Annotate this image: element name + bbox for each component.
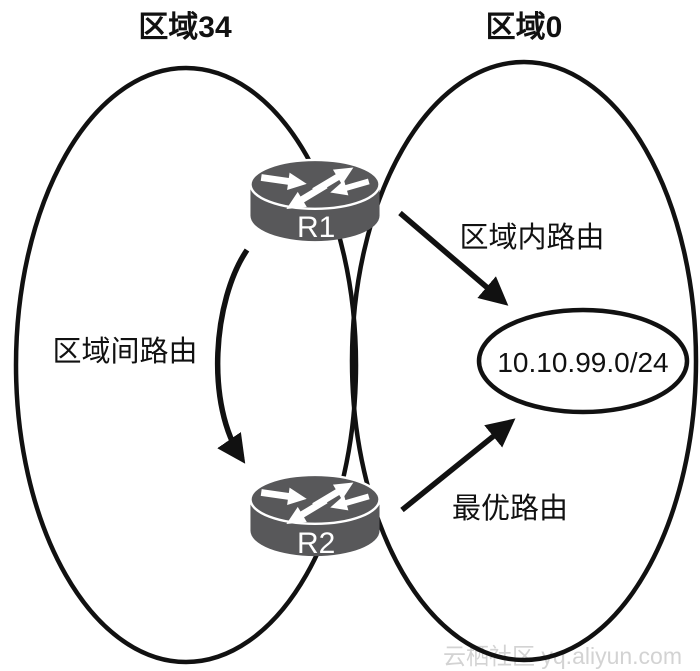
area-34-ellipse [13,65,359,665]
area-0-title: 区域0 [485,11,563,44]
network-address-label: 10.10.99.0/24 [497,347,669,378]
intra-area-route-label: 区域内路由 [459,222,605,254]
inter-area-route-label: 区域间路由 [52,336,198,368]
router-r2-label: R2 [297,527,336,560]
intra-area-route-arrow [398,210,509,306]
area-0-ellipse [349,59,699,663]
watermark: 云栖社区 yq.aliyun.com [443,643,683,669]
router-r1-label: R1 [297,211,336,244]
area-34-title: 区域34 [138,11,232,44]
best-route-arrow [400,418,516,513]
best-route-label: 最优路由 [451,493,568,525]
inter-area-route-arrow [214,248,250,464]
network-ellipse [476,307,690,415]
